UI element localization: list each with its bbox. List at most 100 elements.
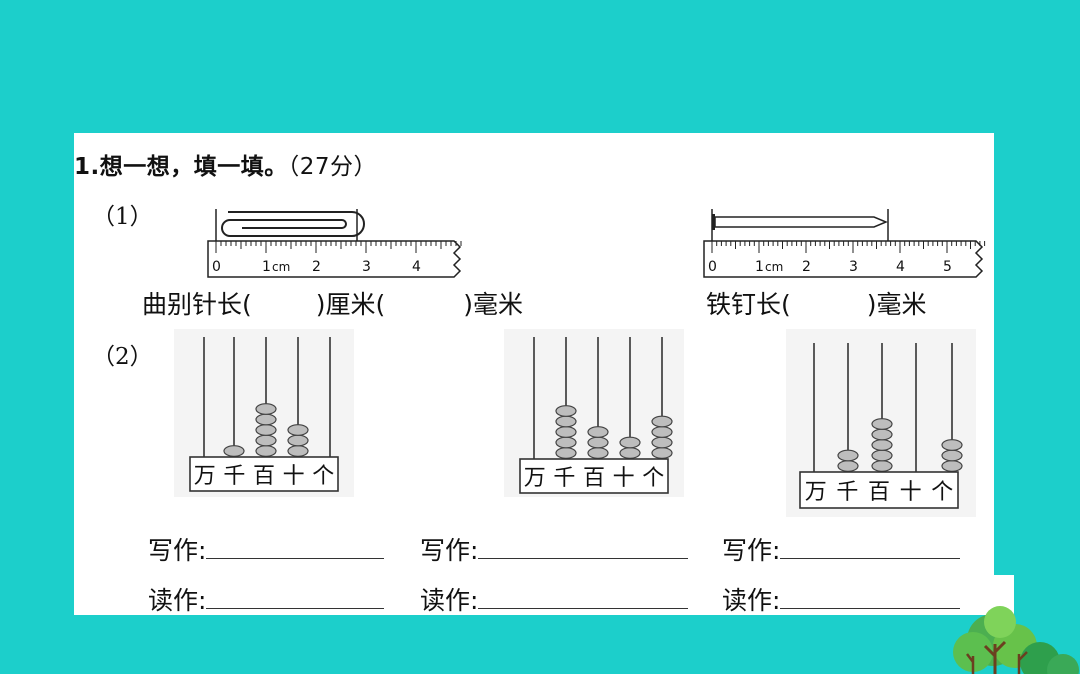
nail-icon	[712, 214, 888, 230]
paperclip-mid: )厘米(	[315, 290, 386, 319]
read-line-1[interactable]	[206, 586, 385, 609]
abacus-bead	[871, 460, 893, 472]
nail-prefix: 铁钉长(	[706, 290, 791, 319]
ruler-tick-label-right: 0	[708, 259, 717, 275]
abacus-bead	[287, 434, 309, 447]
abacus-bead	[941, 439, 963, 451]
abacus-bead	[619, 447, 641, 459]
write-line-2[interactable]	[478, 536, 689, 559]
write-label-1: 写作:	[148, 536, 207, 565]
abacus-1: 万千百十个	[174, 329, 354, 497]
read-line-3[interactable]	[780, 586, 961, 609]
abacus-place-box	[189, 456, 339, 492]
abacus-bead	[871, 439, 893, 451]
ruler-tick-label-right: 5	[943, 259, 952, 275]
abacus-bead	[255, 413, 277, 426]
ruler-tick-label-right: 2	[802, 259, 811, 275]
read-line-2[interactable]	[478, 586, 689, 609]
read-answer-1: 读作:	[148, 581, 385, 617]
abacus-bead	[837, 460, 859, 472]
abacus-bead	[555, 426, 577, 438]
abacus-place-label: 万	[805, 480, 827, 505]
abacus-bead	[651, 436, 673, 449]
abacus-bead	[651, 447, 673, 459]
abacus-bead	[287, 445, 309, 457]
abacus-bead	[555, 447, 577, 459]
paperclip-suffix: )毫米	[463, 290, 524, 319]
abacus-2: 万千百十个	[504, 329, 684, 497]
paperclip-prefix: 曲别针长(	[142, 290, 252, 319]
write-label-2: 写作:	[420, 536, 479, 565]
abacus-bead	[941, 449, 963, 462]
ruler-tick-label-left: 1	[262, 259, 271, 275]
write-answer-2: 写作:	[420, 531, 689, 567]
abacus-bead	[223, 445, 245, 457]
read-label-2: 读作:	[420, 586, 479, 615]
abacus-bead	[587, 436, 609, 449]
write-line-1[interactable]	[206, 536, 385, 559]
ruler-tick-label-left: 3	[362, 259, 371, 275]
abacus-place-label: 个	[642, 466, 664, 491]
write-answer-3: 写作:	[722, 531, 961, 567]
question-title-text: 1.想一想，填一填。	[74, 154, 288, 180]
ruler-tick-label-left: 4	[412, 259, 421, 275]
subquestion-1-label: （1）	[92, 204, 153, 230]
abacus-bead	[255, 403, 277, 415]
nail-length-prompt: 铁钉长( )毫米	[706, 285, 927, 321]
abacus-bead	[619, 436, 641, 449]
abacus-bead	[871, 428, 893, 441]
abacus-bead	[555, 405, 577, 417]
write-label-3: 写作:	[722, 536, 781, 565]
subquestion-2-label: （2）	[92, 344, 153, 370]
abacus-place-label: 十	[283, 464, 305, 489]
write-answer-1: 写作:	[148, 531, 385, 567]
abacus-place-label: 万	[194, 464, 216, 489]
abacus-bead	[871, 449, 893, 462]
decorative-trees-icon	[953, 606, 1079, 674]
abacus-place-label: 万	[524, 466, 546, 491]
abacus-bead	[941, 460, 963, 472]
question-title: 1.想一想，填一填。（27分）	[74, 147, 377, 181]
abacus-bead	[555, 436, 577, 449]
abacus-place-label: 千	[836, 480, 858, 505]
ruler-unit-label-right: cm	[765, 260, 783, 274]
abacus-place-label: 个	[931, 480, 953, 505]
ruler-unit-label-left: cm	[272, 260, 290, 274]
abacus-place-box	[799, 471, 959, 509]
abacus-place-label: 百	[253, 464, 275, 489]
abacus-bead	[587, 426, 609, 438]
ruler-tick-label-right: 4	[896, 259, 905, 275]
abacus-bead	[287, 424, 309, 436]
write-line-3[interactable]	[780, 536, 961, 559]
ruler-tick-label-right: 1	[755, 259, 764, 275]
ruler-tick-label-left: 2	[312, 259, 321, 275]
paperclip-icon	[221, 211, 365, 237]
ruler-tick-label-left: 0	[212, 259, 221, 275]
abacus-place-label: 百	[868, 480, 890, 505]
paperclip-length-prompt: 曲别针长( )厘米( )毫米	[142, 285, 523, 321]
abacus-bead	[871, 418, 893, 430]
abacus-3: 万千百十个	[786, 329, 976, 517]
abacus-place-label: 十	[900, 480, 922, 505]
abacus-place-box	[519, 458, 669, 494]
abacus-bead	[555, 415, 577, 428]
abacus-bead	[587, 447, 609, 459]
abacus-bead	[255, 434, 277, 447]
read-label-3: 读作:	[722, 586, 781, 615]
read-label-1: 读作:	[148, 586, 207, 615]
abacus-bead	[837, 449, 859, 462]
abacus-place-label: 千	[223, 464, 245, 489]
read-answer-3: 读作:	[722, 581, 961, 617]
nail-suffix: )毫米	[866, 290, 927, 319]
abacus-bead	[255, 445, 277, 457]
abacus-bead	[651, 426, 673, 438]
abacus-place-label: 个	[312, 464, 334, 489]
abacus-bead	[255, 424, 277, 436]
abacus-place-label: 百	[583, 466, 605, 491]
abacus-place-label: 千	[553, 466, 575, 491]
